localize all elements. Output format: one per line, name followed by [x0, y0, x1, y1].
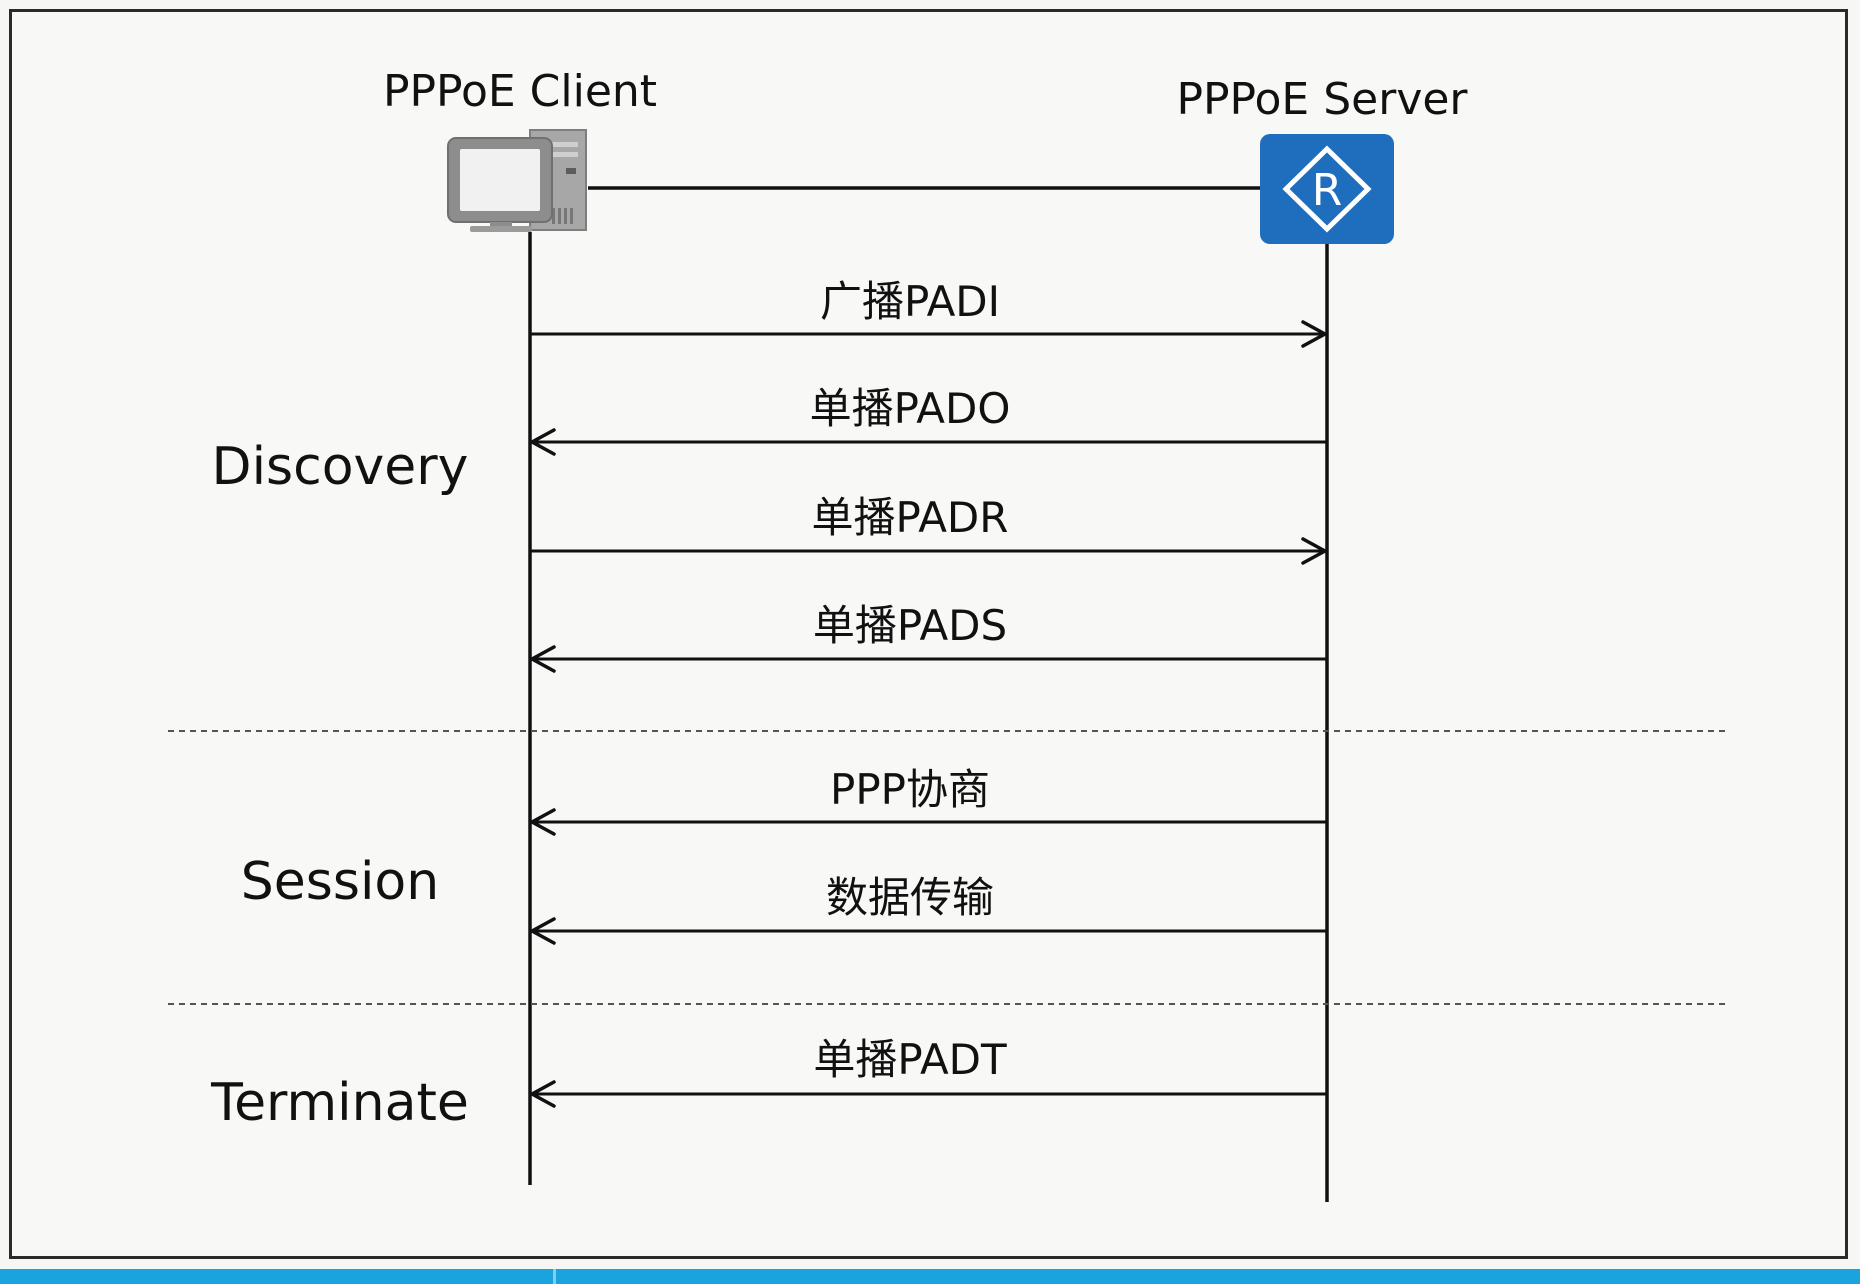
message-label: 单播PADT	[813, 1035, 1007, 1084]
message-pado: 单播PADO	[530, 384, 1327, 456]
message-label: 单播PADO	[810, 384, 1011, 433]
arrow-left-icon	[530, 808, 556, 836]
arrow-right-icon	[1301, 320, 1327, 348]
message-padt: 单播PADT	[530, 1035, 1327, 1108]
message-ppp-negotiation: PPP协商	[530, 765, 1327, 836]
pc-icon	[447, 129, 587, 232]
router-glyph: R	[1312, 165, 1343, 216]
message-pads: 单播PADS	[530, 601, 1327, 673]
message-padr: 单播PADR	[530, 493, 1327, 565]
message-label: 广播PADI	[820, 277, 1000, 326]
bottom-bar	[0, 1269, 1860, 1284]
bottom-bar-divider	[553, 1269, 556, 1284]
arrow-left-icon	[530, 1080, 556, 1108]
message-label: 数据传输	[826, 873, 994, 922]
message-data-transfer: 数据传输	[530, 873, 1327, 945]
phase-label-terminate: Terminate	[210, 1073, 469, 1133]
client-label: PPPoE Client	[383, 66, 657, 117]
server-label: PPPoE Server	[1176, 74, 1468, 125]
message-padi: 广播PADI	[530, 277, 1327, 348]
phase-label-session: Session	[241, 852, 439, 912]
arrow-right-icon	[1301, 537, 1327, 565]
arrow-left-icon	[530, 645, 556, 673]
message-label: PPP协商	[830, 765, 990, 814]
router-icon: R	[1260, 134, 1394, 244]
phase-label-discovery: Discovery	[212, 437, 469, 497]
message-label: 单播PADR	[812, 493, 1009, 542]
arrow-left-icon	[530, 428, 556, 456]
message-label: 单播PADS	[813, 601, 1007, 650]
diagram-frame	[9, 9, 1848, 1259]
arrow-left-icon	[530, 917, 556, 945]
